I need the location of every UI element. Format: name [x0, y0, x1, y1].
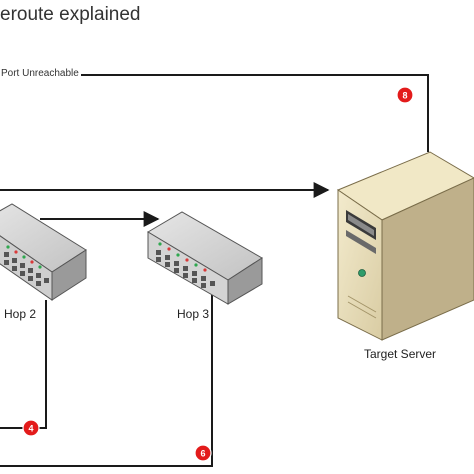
return-message-label: Port Unreachable	[0, 68, 81, 79]
hop2-switch	[0, 203, 87, 301]
svg-text:6: 6	[200, 449, 205, 459]
svg-text:8: 8	[402, 91, 407, 101]
target-server	[336, 151, 474, 341]
svg-text:4: 4	[28, 424, 33, 434]
badge-eight: 8	[396, 86, 414, 104]
badge-six: 6	[194, 444, 212, 462]
hop3-switch	[147, 211, 263, 305]
hop2-label: Hop 2	[4, 307, 37, 321]
return-path-line	[0, 74, 429, 152]
hop3-label: Hop 3	[177, 307, 210, 321]
reply-path-hop3	[0, 295, 213, 467]
reply-path-hop2	[0, 300, 47, 429]
diagram-title: eroute explained	[0, 4, 141, 25]
connection-lines	[0, 74, 429, 467]
badge-four: 4	[22, 419, 40, 437]
target-server-label: Target Server	[364, 347, 437, 361]
